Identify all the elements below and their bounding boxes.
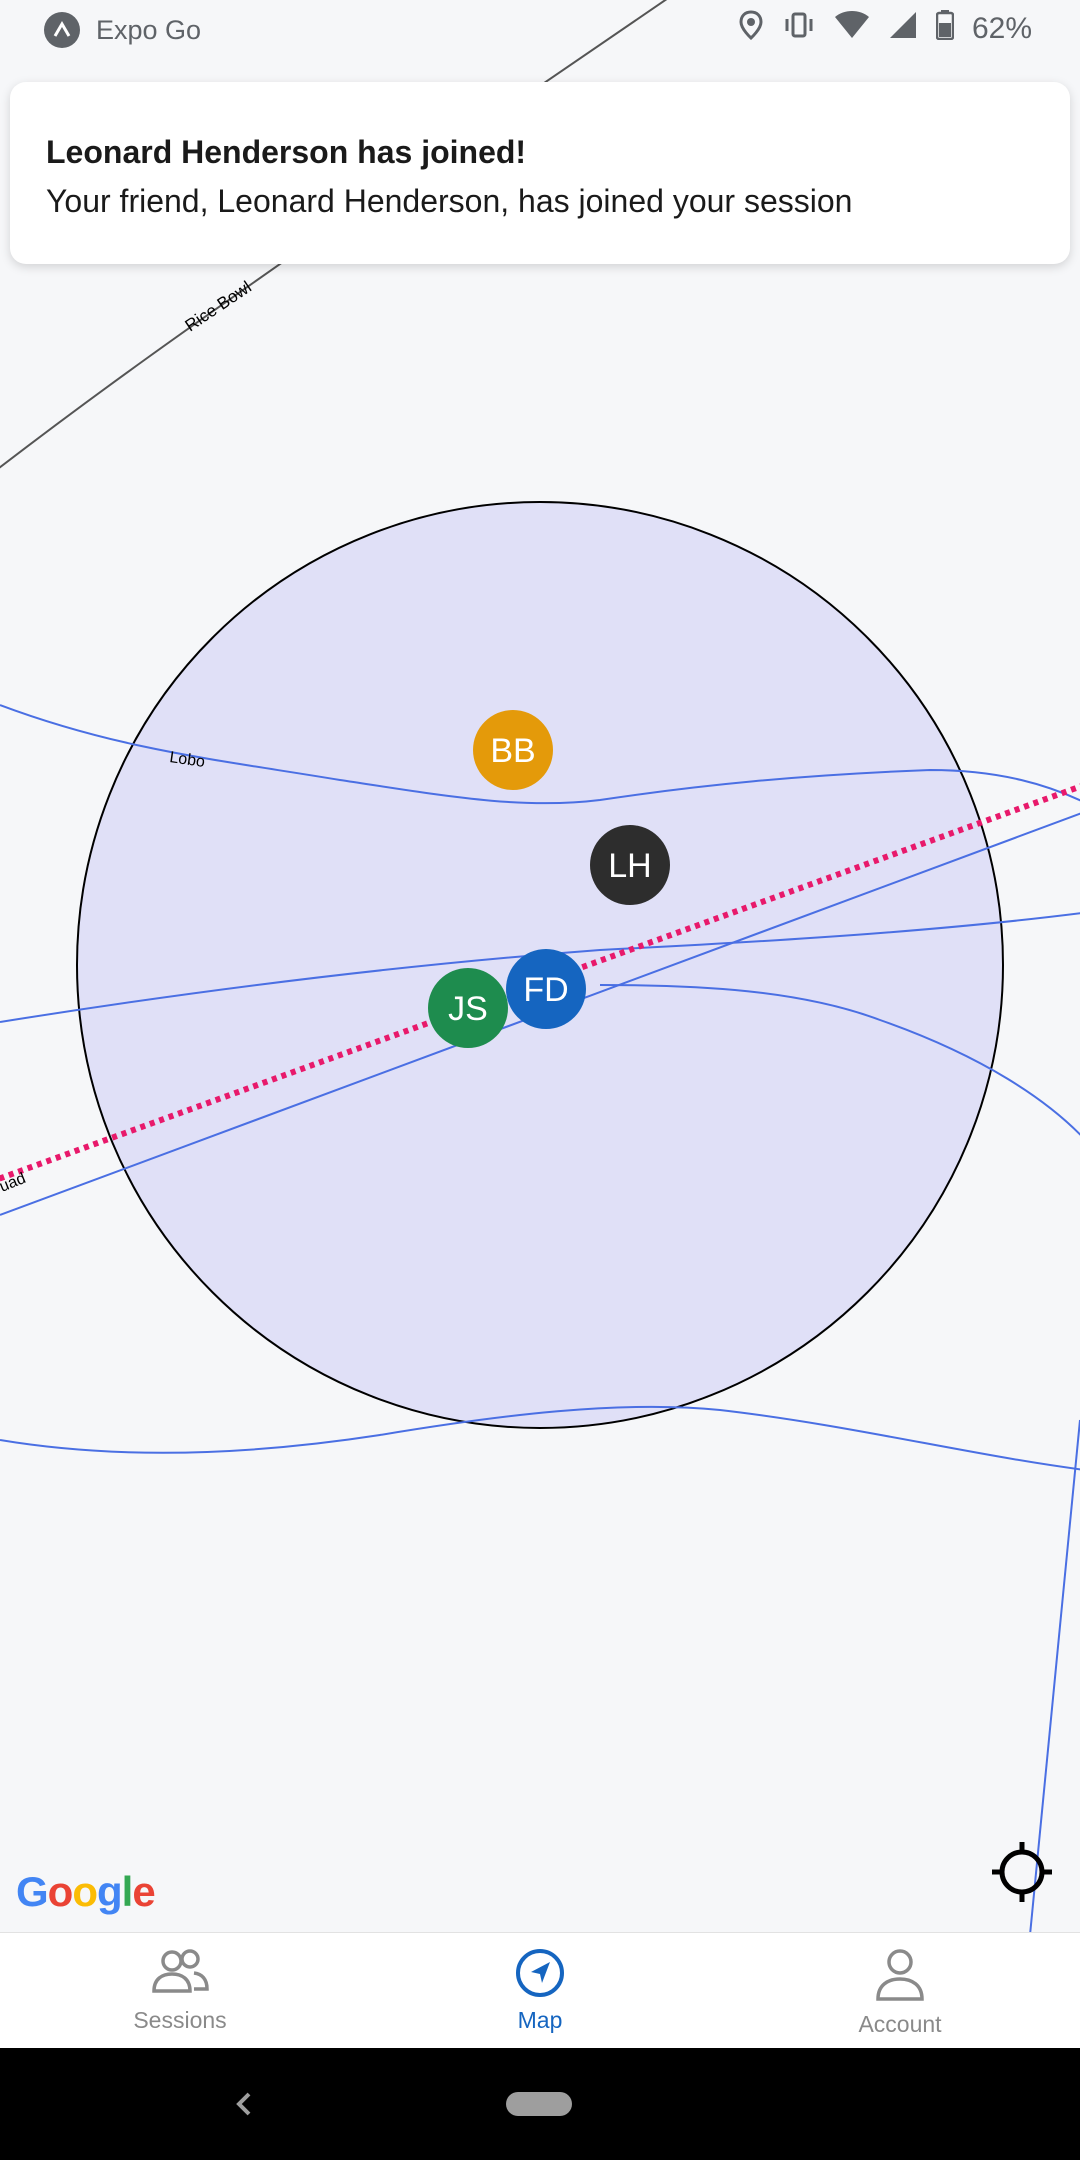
marker-bb[interactable]: BB [473,710,553,790]
road-rice-bowl [0,0,668,469]
tab-account-label: Account [858,2011,942,2037]
status-bar: Expo Go 62% [0,0,1080,60]
vibrate-icon [782,10,816,48]
tab-sessions-label: Sessions [133,2007,227,2033]
map-view[interactable]: Rice Bowl Lobo uad BB LH JS FD [0,0,1080,1932]
expo-logo-icon [44,12,80,48]
navigation-icon [516,1949,564,1997]
tab-account[interactable]: Account [720,1933,1080,2048]
notification-title: Leonard Henderson has joined! [46,134,527,170]
system-navigation-bar [0,2048,1080,2160]
tab-map-label: Map [517,2007,563,2033]
battery-icon [935,10,955,48]
cell-signal-icon [888,10,918,48]
wifi-icon [834,10,870,48]
notification-message: Your friend, Leonard Henderson, has join… [46,183,853,219]
battery-percent: 62% [971,12,1032,45]
svg-text:LH: LH [608,847,651,885]
home-button[interactable] [506,2092,572,2116]
crosshair-icon [992,1842,1052,1902]
tab-sessions[interactable]: Sessions [0,1933,360,2048]
svg-text:BB: BB [490,732,535,770]
marker-fd[interactable]: FD [506,949,586,1029]
marker-lh[interactable]: LH [590,825,670,905]
google-attribution-logo: Google [16,1868,156,1915]
street-label-lobo: Lobo [168,749,206,771]
back-icon[interactable] [222,2082,266,2126]
marker-js[interactable]: JS [428,968,508,1048]
svg-text:FD: FD [523,971,568,1009]
bottom-navigation: Sessions Map Account [0,1932,1080,2048]
status-app-name: Expo Go [96,14,202,45]
tab-map[interactable]: Map [360,1933,720,2048]
person-icon [876,1949,924,2001]
my-location-button[interactable] [988,1838,1056,1906]
join-notification[interactable]: Leonard Henderson has joined! Your frien… [10,82,1070,264]
svg-text:JS: JS [448,990,488,1028]
location-icon [738,10,764,48]
people-icon [152,1949,209,1993]
